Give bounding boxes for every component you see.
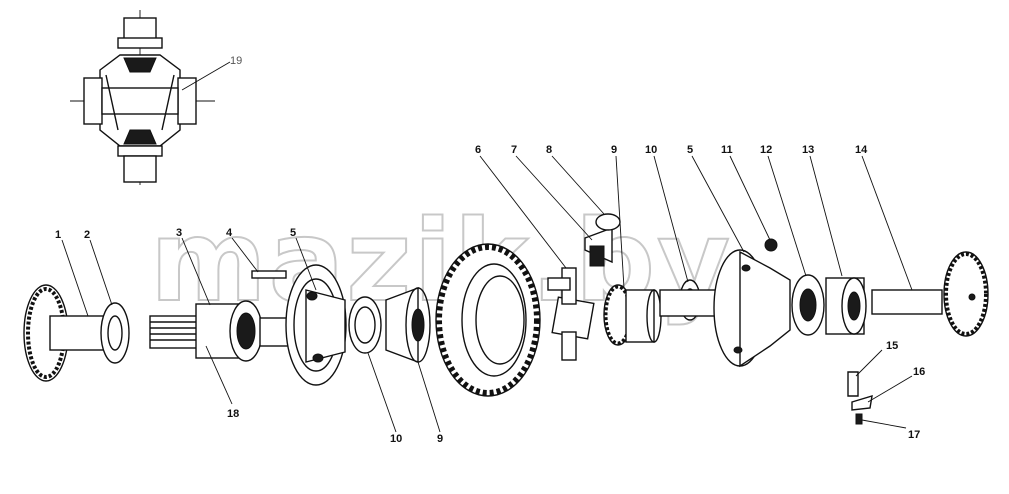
callout-3: 3: [176, 227, 182, 239]
part-6-spider-cross: [547, 267, 595, 361]
part-7-pinion-gear: [584, 226, 613, 267]
part-9-side-gear-right: [603, 284, 662, 346]
ring-gear: [435, 243, 541, 397]
part-16-tab-washer: [851, 395, 873, 411]
part-5-housing-left: [285, 264, 347, 386]
callout-18: 18: [227, 408, 239, 420]
assembled-differential-inset: [70, 10, 231, 185]
part-2-washer: [100, 302, 130, 364]
callout-16: 16: [913, 366, 925, 378]
callout-8: 8: [546, 144, 552, 156]
part-8-pinion-washer: [595, 213, 621, 231]
callout-13: 13: [802, 144, 814, 156]
callout-5-right: 5: [687, 144, 693, 156]
callout-15: 15: [886, 340, 898, 352]
callout-12: 12: [760, 144, 772, 156]
callout-14: 14: [855, 144, 868, 156]
callout-2: 2: [84, 229, 90, 241]
part-14-semi-axle-gear: [871, 251, 989, 337]
callout-7: 7: [511, 144, 517, 156]
callout-1: 1: [55, 229, 61, 241]
callout-5-left: 5: [290, 227, 296, 239]
callout-labels: 1 2 3 4 5 6 7 8 9 10 5 11 12 13 14 15 16…: [55, 55, 925, 445]
callout-11: 11: [721, 144, 733, 156]
part-5-housing-right: [659, 249, 791, 368]
part-9-side-gear-left: [385, 286, 431, 364]
callout-10-right: 10: [645, 144, 657, 156]
callout-17: 17: [908, 429, 920, 441]
part-4-pin: [251, 270, 287, 279]
part-13-bearing-ring: [825, 277, 867, 335]
part-18-splined-shaft: [149, 315, 201, 349]
part-10-washer-left: [348, 296, 382, 354]
callout-19: 19: [230, 55, 242, 67]
part-17-bolt: [855, 413, 863, 425]
callout-6: 6: [475, 144, 481, 156]
callout-4: 4: [226, 227, 233, 239]
callout-9-left: 9: [437, 433, 443, 445]
callout-9-right: 9: [611, 144, 617, 156]
part-15-lock-plate: [847, 371, 859, 397]
callout-10-left: 10: [390, 433, 402, 445]
part-12-bearing: [791, 274, 825, 336]
part-11-nut: [764, 238, 778, 252]
leader-lines: [61, 155, 913, 433]
